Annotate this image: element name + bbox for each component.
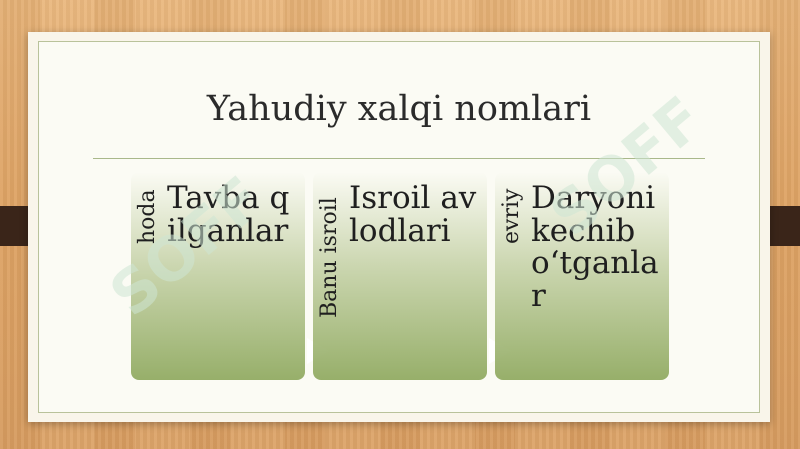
panel-1-side-label: hoda xyxy=(135,189,160,244)
panel-3-side-label: evriy xyxy=(499,188,524,244)
slide-content: Yahudiy xalqi nomlari hoda Tavba qilganl… xyxy=(38,41,760,413)
panel-1-text: Tavba qilganlar xyxy=(167,180,290,249)
panel-2-side-label: Banu isroil xyxy=(317,197,342,318)
panel-2-text: Isroil avlodlari xyxy=(349,180,477,249)
panel-2: Banu isroil Isroil avlodlari xyxy=(313,172,487,380)
slide-title: Yahudiy xalqi nomlari xyxy=(206,89,592,129)
panel-3-text: Daryoni kechib o‘tganlar xyxy=(531,180,659,314)
panel-3: evriy Daryoni kechib o‘tganlar xyxy=(495,172,669,380)
panel-1: hoda Tavba qilganlar xyxy=(131,172,305,380)
title-divider xyxy=(93,158,705,159)
slide-frame: Yahudiy xalqi nomlari hoda Tavba qilganl… xyxy=(28,32,770,422)
